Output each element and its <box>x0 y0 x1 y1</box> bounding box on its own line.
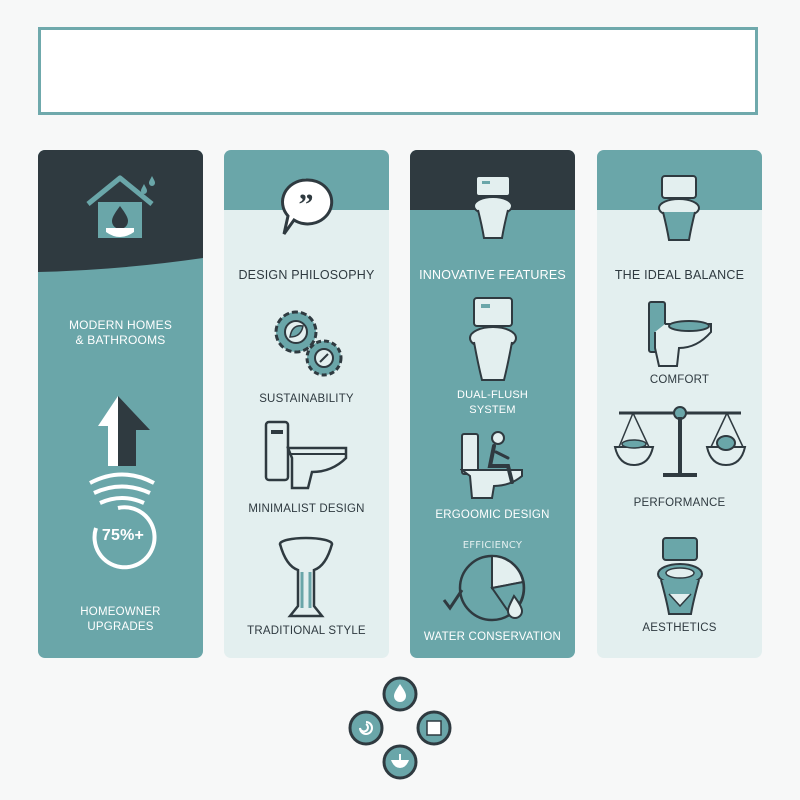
pedestal-basin-icon <box>276 536 336 620</box>
house-water-drop-icon <box>78 172 162 244</box>
minimalist-toilet-icon <box>262 418 352 494</box>
efficiency-arc-label: Efficiency <box>462 540 523 551</box>
stat-value: 75%+ <box>101 527 145 544</box>
water-conservation-label: Water Conservation <box>423 631 562 643</box>
heading-line-1: Modern Homes <box>68 318 173 332</box>
dual-flush-line-2: System <box>469 404 516 416</box>
column-balance: The Ideal Balance Comfort Performance <box>597 150 762 658</box>
comfort-toilet-icon <box>645 300 715 370</box>
homeowner-upgrades-label: Homeowner Upgrades <box>38 605 203 635</box>
footer-line-2: Upgrades <box>87 621 154 633</box>
swirl-icon <box>348 710 384 746</box>
growth-arrow-icon <box>78 388 168 578</box>
balance-scale-icon <box>613 403 747 479</box>
features-heading: Innovative Features <box>419 268 566 282</box>
cistern-icon <box>416 710 452 746</box>
toilet-icon <box>657 174 701 242</box>
title-box <box>38 27 758 115</box>
seated-person-icon <box>460 428 532 502</box>
pie-chart-drop-icon <box>440 548 540 624</box>
sustainability-label: Sustainability <box>259 393 354 405</box>
quote-bubble-icon: ” <box>278 176 334 238</box>
traditional-style-label: Traditional Style <box>247 625 366 637</box>
basin-icon <box>382 744 418 780</box>
column-design: ” Design Philosophy Sustainability Minim… <box>224 150 389 658</box>
comfort-label: Comfort <box>649 374 710 386</box>
svg-text:”: ” <box>299 188 314 221</box>
minimalist-design-label: Minimalist Design <box>248 503 365 515</box>
dual-flush-toilet-icon <box>468 296 518 384</box>
water-drop-icon <box>382 676 418 712</box>
column-features: Innovative Features Dual-Flush System Er… <box>410 150 575 658</box>
performance-label: Performance <box>633 497 726 509</box>
footer-line-1: Homeowner <box>80 606 161 618</box>
aesthetic-toilet-icon <box>655 536 705 616</box>
gears-leaf-icon <box>268 304 348 384</box>
footer-icon-cluster <box>348 676 452 780</box>
balance-heading: The Ideal Balance <box>614 268 745 282</box>
aesthetics-label: Aesthetics <box>642 622 717 634</box>
design-heading: Design Philosophy <box>238 268 375 282</box>
ergonomic-design-label: Ergoomic Design <box>435 509 550 521</box>
heading-line-2: & Bathrooms <box>75 333 166 347</box>
dual-flush-label: Dual-Flush System <box>410 388 575 418</box>
toilet-icon <box>472 174 514 240</box>
dual-flush-line-1: Dual-Flush <box>456 389 529 401</box>
homeowners-heading: Modern Homes & Bathrooms <box>38 318 203 348</box>
column-homeowners: Modern Homes & Bathrooms 75%+ Homeowner … <box>38 150 203 658</box>
